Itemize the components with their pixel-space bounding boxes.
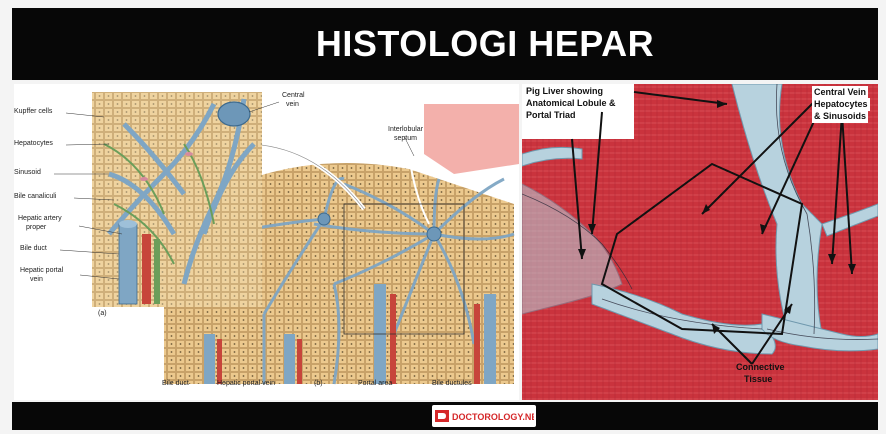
logo-mark-icon: DOCTOROLOGY.NET	[434, 408, 534, 424]
label-fig-a: (a)	[98, 310, 107, 317]
pig-liver-micrograph: Pig Liver showing Anatomical Lobule & Po…	[522, 84, 878, 400]
lobule-diagram-a	[92, 92, 262, 307]
logo-text: DOCTOROLOGY.NET	[452, 412, 534, 422]
illustration-svg	[14, 84, 519, 400]
label-pig-liver-1: Pig Liver showing	[526, 86, 603, 97]
label-bile-duct-left: Bile duct	[20, 245, 47, 252]
label-tissue: Tissue	[744, 374, 772, 385]
label-hepatic-portal-vein-word: vein	[30, 276, 43, 283]
label-fig-b: (b)	[314, 380, 323, 387]
label-pig-liver-3: Portal Triad	[526, 110, 576, 121]
label-bile-canaliculi: Bile canaliculi	[14, 193, 56, 200]
liver-lobule-illustration: Kupffer cells Hepatocytes Sinusoid Bile …	[14, 84, 519, 400]
label-central: Central	[282, 92, 305, 99]
label-pig-liver-2: Anatomical Lobule &	[526, 98, 616, 109]
label-kupffer-cells: Kupffer cells	[14, 108, 52, 115]
label-sinusoids: & Sinusoids	[812, 110, 868, 123]
label-bile-duct-bottom: Bile duct	[162, 380, 189, 387]
label-septum: septum	[394, 135, 417, 142]
label-hepatic-portal: Hepatic portal	[20, 267, 63, 274]
slide-title: HISTOLOGI HEPAR	[316, 23, 654, 65]
title-bar: HISTOLOGI HEPAR	[12, 8, 878, 80]
label-sinusoid: Sinusoid	[14, 169, 41, 176]
doctorology-logo: DOCTOROLOGY.NET	[432, 405, 536, 427]
label-bile-ductules: Bile ductules	[432, 380, 472, 387]
label-hepatocytes: Hepatocytes	[14, 140, 53, 147]
label-central-vein-word: vein	[286, 101, 299, 108]
micrograph-svg	[522, 84, 878, 400]
label-portal-area: Portal area	[358, 380, 392, 387]
label-hepatic-artery: Hepatic artery	[18, 215, 62, 222]
label-interlobular: Interlobular	[388, 126, 423, 133]
label-hepatic-portal-vein: Hepatic portal vein	[217, 380, 275, 387]
label-connective: Connective	[736, 362, 785, 373]
label-hepatic-artery-proper: proper	[26, 224, 46, 231]
